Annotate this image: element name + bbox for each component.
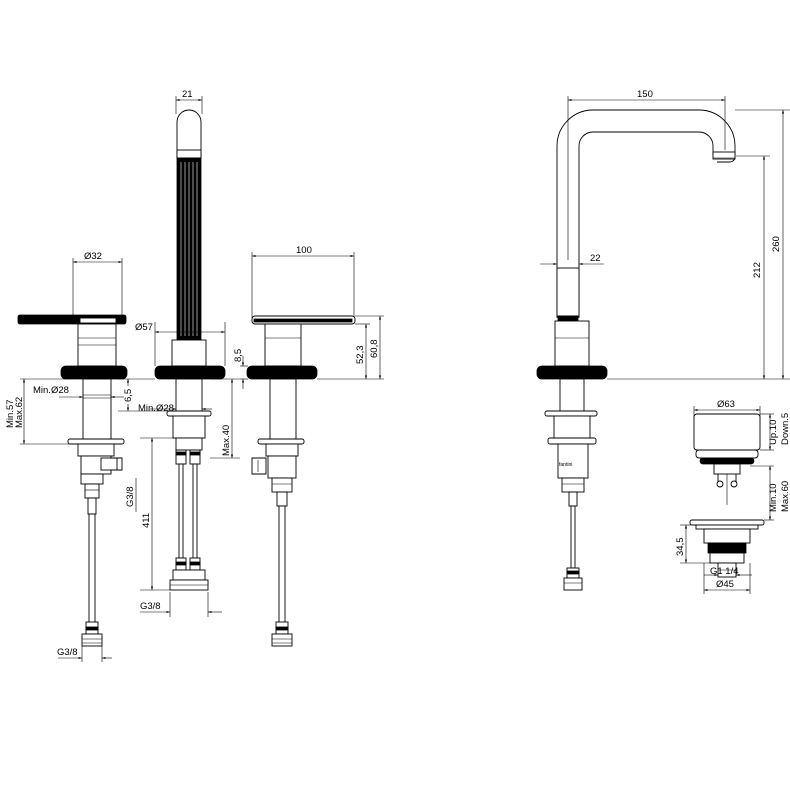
dim-100-label: 100 (296, 245, 312, 256)
spout-assembly: 150 fantini 22 (536, 89, 790, 591)
dim-max60-label: Max.60 (780, 481, 790, 512)
dim-22-label: 22 (590, 253, 601, 264)
dim-260-label: 260 (771, 236, 782, 252)
dim-min10-label: Min.10 (768, 483, 779, 512)
dim-150-label: 150 (637, 89, 653, 100)
drain-assembly: Ø63 Up.10 Down.5 Min.10 Max.60 (675, 399, 790, 594)
dim-min57-label: Min.57 (5, 399, 16, 428)
dim-60-8-label: 60,8 (369, 340, 380, 359)
left-handle-valve: Ø32 Min.57 Max. (5, 251, 128, 662)
brand-mark-label: fantini (559, 462, 572, 468)
dim-max62-label: Max.62 (14, 397, 25, 428)
dim-g114-label: G1 1/4 (710, 566, 739, 577)
dim-212-label: 212 (752, 262, 763, 278)
dim-max40-label: Max.40 (221, 425, 232, 456)
dim-21-label: 21 (182, 89, 193, 100)
dim-min-d28-left-label: Min.Ø28 (33, 385, 69, 396)
dim-52-3-label: 52,3 (355, 346, 366, 365)
dim-d45-label: Ø45 (716, 579, 734, 590)
dim-min-d28-mid-label: Min.Ø28 (138, 403, 174, 414)
dim-6-5-label: 6,5 (123, 389, 134, 402)
dim-up10-label: Up.10 (768, 420, 779, 445)
dim-8-5-label: 8,5 (233, 349, 244, 362)
dim-d32-label: Ø32 (84, 251, 102, 262)
dim-g38-diag-label: G3/8 (125, 486, 136, 507)
dim-34-5-label: 34,5 (675, 538, 686, 557)
dim-411-label: 411 (141, 513, 152, 528)
dim-down5-label: Down.5 (780, 413, 790, 445)
dim-d57-label: Ø57 (135, 322, 153, 333)
right-handle-valve: 100 8,5 52,3 (233, 245, 384, 647)
dim-d63-label: Ø63 (717, 399, 735, 410)
dim-g38-bottom-label: G3/8 (140, 601, 161, 612)
dim-g38-left-label: G3/8 (57, 647, 78, 658)
handshower-assembly: 21 (118, 89, 240, 617)
